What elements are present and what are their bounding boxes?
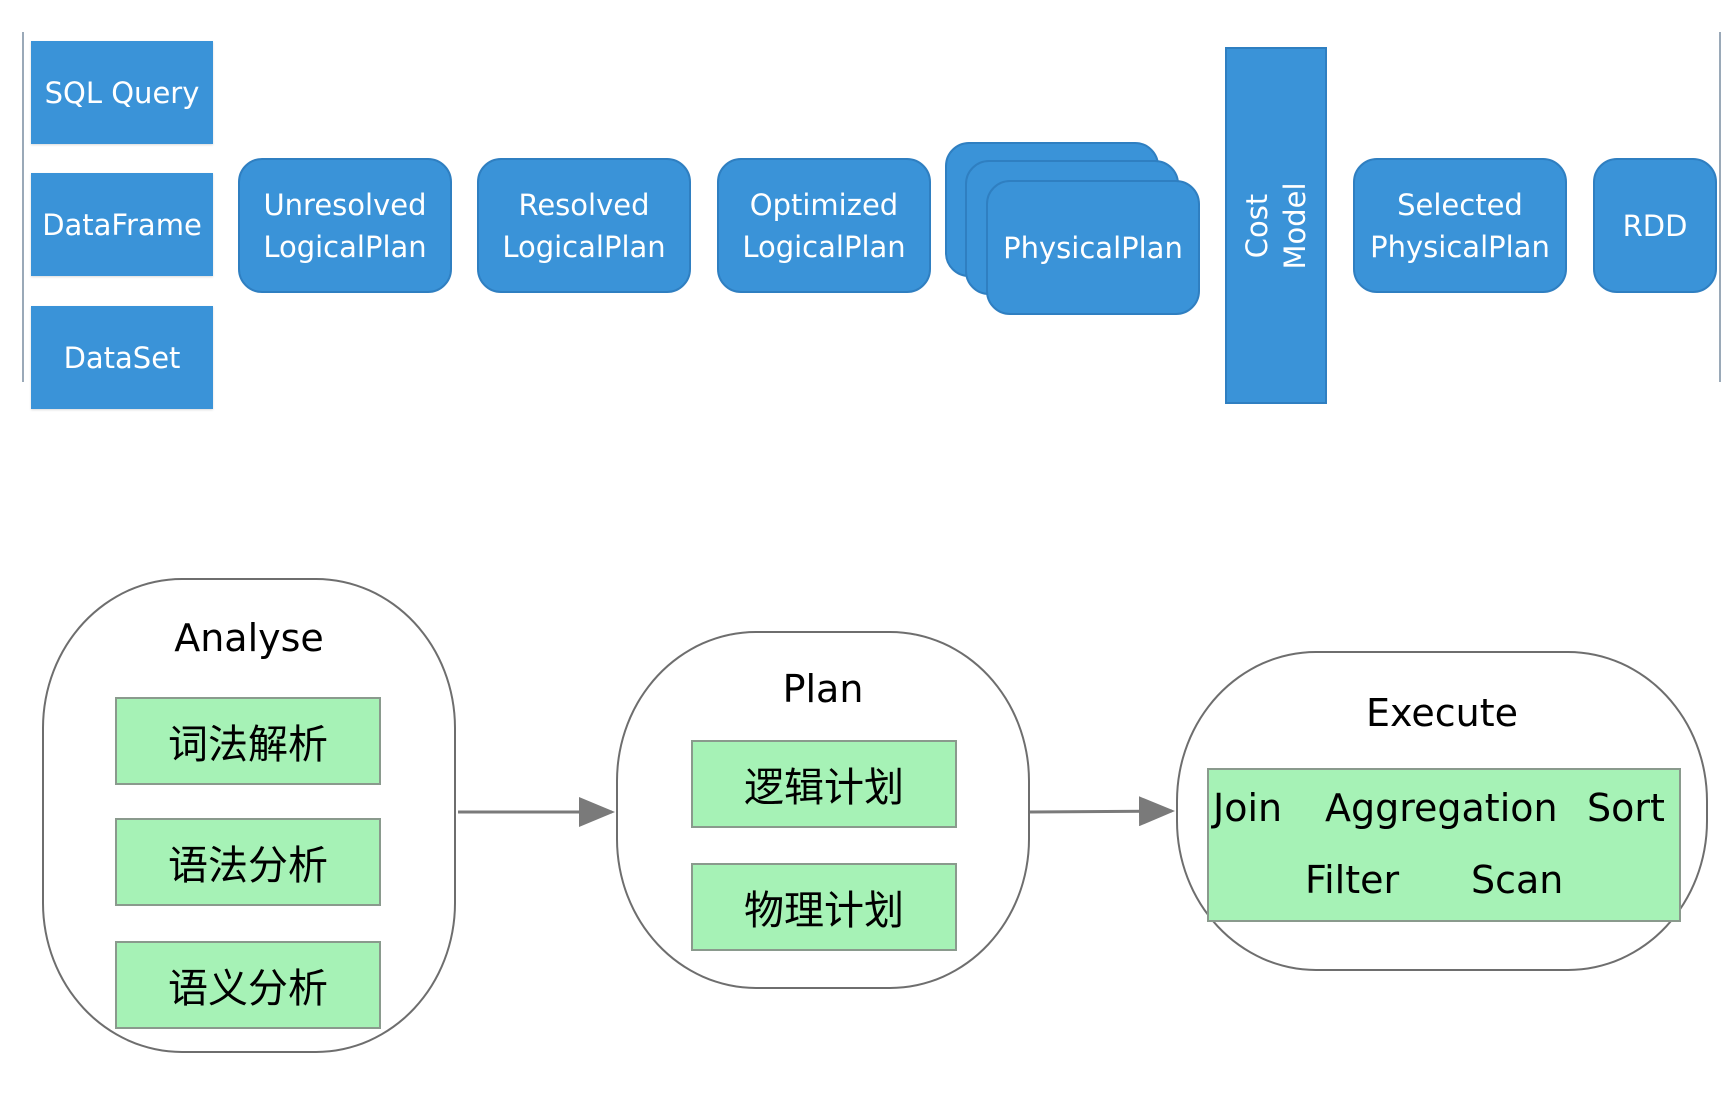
- analyse-group: Analyse 词法解析 语法分析 语义分析: [42, 578, 456, 1053]
- execute-op-filter: Filter: [1305, 858, 1400, 902]
- execute-title: Execute: [1366, 691, 1518, 735]
- execute-op-scan: Scan: [1471, 858, 1564, 902]
- stage-unresolved-logicalplan: Unresolved LogicalPlan: [238, 158, 452, 293]
- plan-group: Plan 逻辑计划 物理计划: [616, 631, 1030, 989]
- plan-step-logical: 逻辑计划: [691, 740, 957, 828]
- execute-group: Execute Join Aggregation Sort Filter Sca…: [1176, 651, 1708, 971]
- stage-physicalplan: PhysicalPlan: [986, 180, 1200, 315]
- stage-optimized-logicalplan: Optimized LogicalPlan: [717, 158, 931, 293]
- left-frame-line: [22, 32, 24, 382]
- analyse-title: Analyse: [174, 616, 324, 660]
- analyse-step-syntax: 语法分析: [115, 818, 381, 906]
- stage-resolved-logicalplan: Resolved LogicalPlan: [477, 158, 691, 293]
- execute-op-join: Join: [1213, 786, 1283, 830]
- right-frame-line: [1719, 32, 1721, 382]
- stage-rdd: RDD: [1593, 158, 1717, 293]
- cost-model-bar: Cost Model: [1225, 47, 1327, 404]
- execute-op-aggregation: Aggregation: [1325, 786, 1558, 830]
- analyse-step-semantic: 语义分析: [115, 941, 381, 1029]
- execute-op-sort: Sort: [1587, 786, 1665, 830]
- arrow-plan-to-execute: [1029, 796, 1175, 827]
- analyse-step-lexical: 词法解析: [115, 697, 381, 785]
- execute-operators-box: Join Aggregation Sort Filter Scan: [1207, 768, 1681, 922]
- plan-title: Plan: [782, 667, 864, 711]
- source-dataset: DataSet: [31, 306, 213, 409]
- plan-step-physical: 物理计划: [691, 863, 957, 951]
- source-sql-query: SQL Query: [31, 41, 213, 144]
- source-dataframe: DataFrame: [31, 173, 213, 276]
- stage-selected-physicalplan: Selected PhysicalPlan: [1353, 158, 1567, 293]
